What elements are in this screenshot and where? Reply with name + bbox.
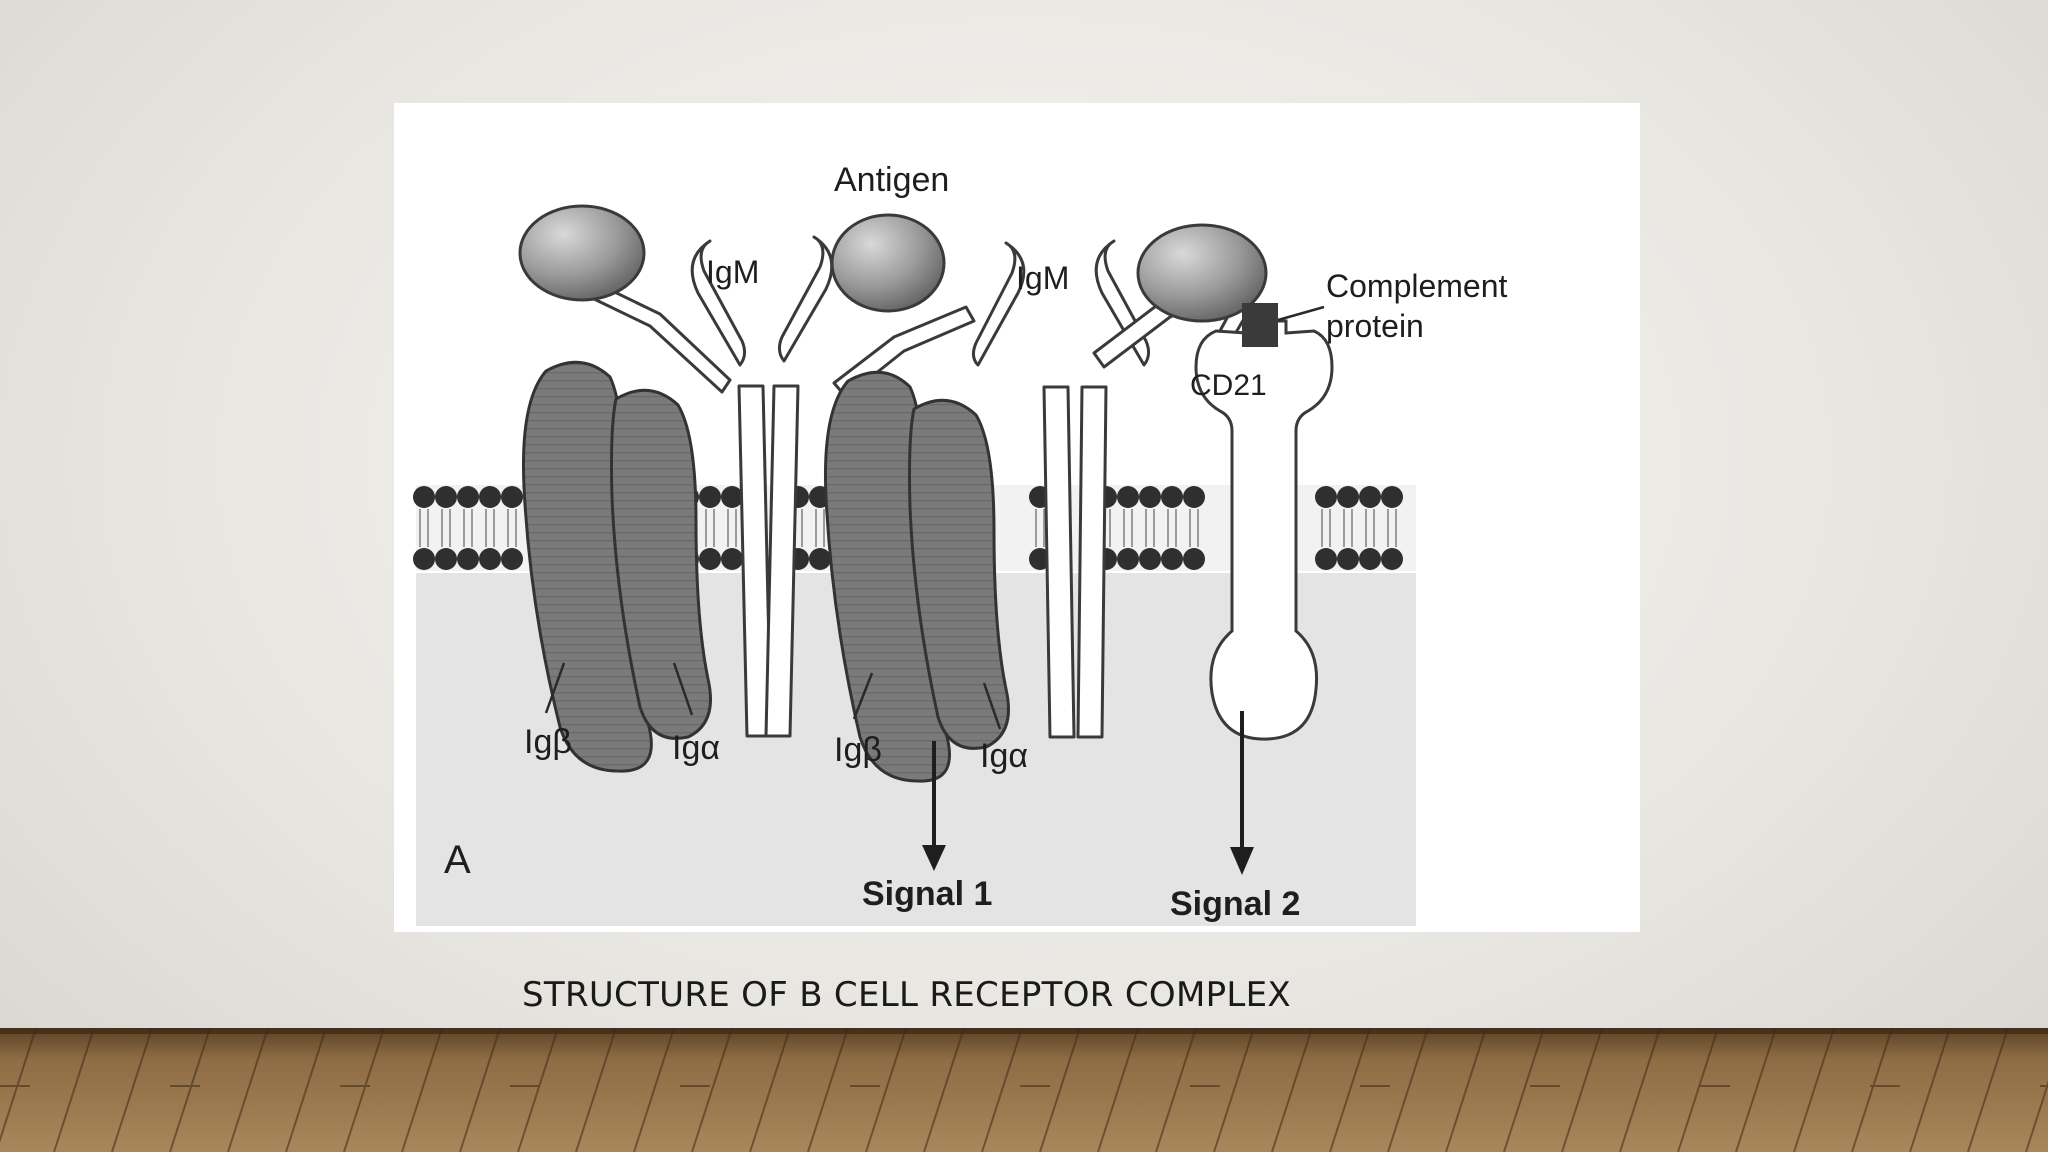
label-ig-alpha-2: Igα xyxy=(980,737,1028,775)
igm-receptor-left xyxy=(590,235,834,738)
ig-alpha-2 xyxy=(908,398,1010,750)
ig-alpha-beta-pair-1 xyxy=(522,360,712,773)
label-igm-left: IgM xyxy=(706,254,759,290)
ig-label-pointers xyxy=(544,662,1002,730)
signal-2-arrow xyxy=(1230,711,1254,875)
label-antigen: Antigen xyxy=(834,161,949,199)
label-signal-1: Signal 1 xyxy=(862,875,992,913)
slide-caption: STRUCTURE OF B CELL RECEPTOR COMPLEX xyxy=(522,975,1291,1015)
label-igm-right: IgM xyxy=(1016,260,1069,296)
b-cell-receptor-diagram: Antigen IgM IgM Complement protein CD21 … xyxy=(413,161,1508,926)
ig-alpha-1 xyxy=(610,388,712,740)
label-cd21: CD21 xyxy=(1190,369,1267,402)
label-panel-letter: A xyxy=(444,838,471,882)
antigen-middle xyxy=(830,213,946,313)
antigen-left xyxy=(518,204,646,302)
complement-protein xyxy=(1242,303,1278,347)
cd21-receptor xyxy=(1194,319,1334,741)
label-ig-beta-2: Igβ xyxy=(834,731,882,769)
label-complement: Complement xyxy=(1326,268,1508,304)
ig-alpha-beta-pair-2 xyxy=(824,370,1010,783)
signal-1-arrow xyxy=(922,741,946,871)
antigen-right xyxy=(1136,223,1268,323)
label-protein: protein xyxy=(1326,308,1424,344)
label-ig-beta-1: Igβ xyxy=(524,723,572,761)
complement-pointer xyxy=(1277,305,1325,322)
figure-frame: Antigen IgM IgM Complement protein CD21 … xyxy=(394,103,1640,932)
wood-floor xyxy=(0,1028,2048,1152)
label-ig-alpha-1: Igα xyxy=(672,729,720,767)
label-signal-2: Signal 2 xyxy=(1170,885,1300,923)
